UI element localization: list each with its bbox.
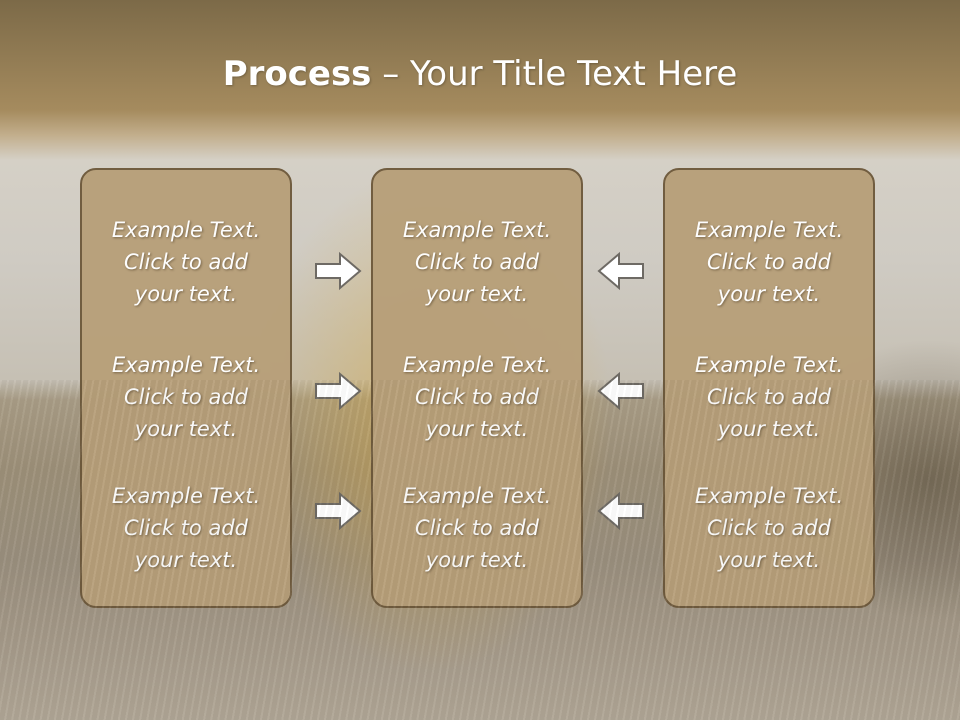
text-line: your text. <box>134 548 238 572</box>
slide-title[interactable]: Process – Your Title Text Here <box>0 50 960 98</box>
text-line: Example Text. <box>402 484 552 508</box>
text-line: Example Text. <box>402 353 552 377</box>
left-arrow-icon <box>597 371 644 411</box>
text-line: Click to add <box>414 250 539 274</box>
text-placeholder[interactable]: Example Text. Click to add your text. <box>665 349 873 445</box>
text-placeholder[interactable]: Example Text. Click to add your text. <box>82 480 290 576</box>
left-arrow-icon <box>597 251 644 291</box>
text-line: your text. <box>717 417 821 441</box>
text-line: your text. <box>425 282 529 306</box>
text-line: Example Text. <box>694 218 844 242</box>
right-arrow-icon <box>315 251 362 291</box>
text-line: Click to add <box>706 516 831 540</box>
text-line: Click to add <box>123 385 248 409</box>
text-line: Click to add <box>706 385 831 409</box>
text-line: your text. <box>425 417 529 441</box>
text-line: Click to add <box>414 516 539 540</box>
text-placeholder[interactable]: Example Text. Click to add your text. <box>373 349 581 445</box>
text-line: Click to add <box>123 250 248 274</box>
panel-center: Example Text. Click to add your text. Ex… <box>371 168 583 608</box>
title-rest: – Your Title Text Here <box>371 54 738 94</box>
panel-right: Example Text. Click to add your text. Ex… <box>663 168 875 608</box>
text-line: Example Text. <box>402 218 552 242</box>
text-placeholder[interactable]: Example Text. Click to add your text. <box>373 214 581 310</box>
text-line: your text. <box>134 417 238 441</box>
text-line: Example Text. <box>111 353 261 377</box>
text-placeholder[interactable]: Example Text. Click to add your text. <box>665 214 873 310</box>
text-line: Click to add <box>123 516 248 540</box>
right-arrow-icon <box>315 371 362 411</box>
text-line: Example Text. <box>111 484 261 508</box>
title-bold: Process <box>222 54 372 94</box>
text-line: your text. <box>717 548 821 572</box>
text-placeholder[interactable]: Example Text. Click to add your text. <box>373 480 581 576</box>
panel-left: Example Text. Click to add your text. Ex… <box>80 168 292 608</box>
right-arrow-icon <box>315 491 362 531</box>
text-line: Click to add <box>414 385 539 409</box>
text-placeholder[interactable]: Example Text. Click to add your text. <box>665 480 873 576</box>
text-line: Example Text. <box>111 218 261 242</box>
text-line: your text. <box>425 548 529 572</box>
text-line: Click to add <box>706 250 831 274</box>
text-placeholder[interactable]: Example Text. Click to add your text. <box>82 214 290 310</box>
left-arrow-icon <box>597 491 644 531</box>
text-line: your text. <box>717 282 821 306</box>
text-placeholder[interactable]: Example Text. Click to add your text. <box>82 349 290 445</box>
text-line: Example Text. <box>694 484 844 508</box>
text-line: Example Text. <box>694 353 844 377</box>
text-line: your text. <box>134 282 238 306</box>
